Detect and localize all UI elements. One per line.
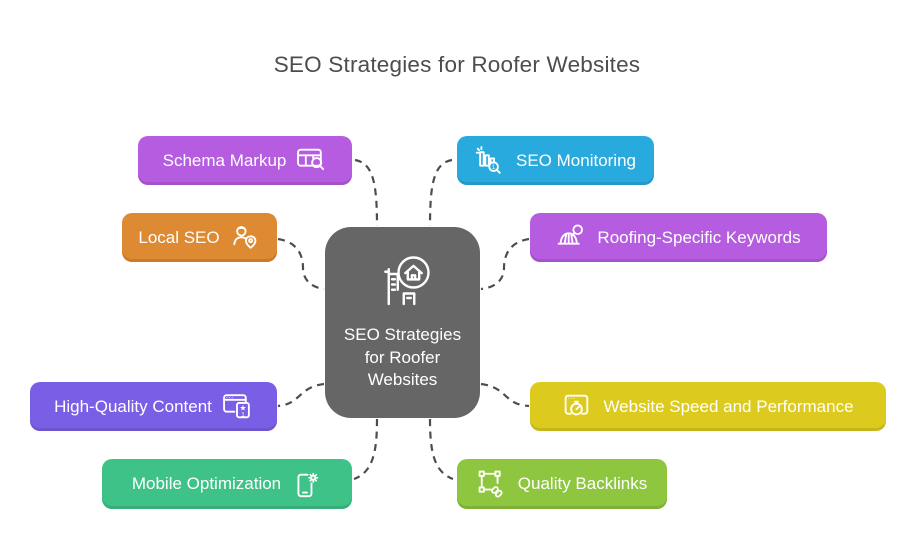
browser-award-icon: ★ 1 [222, 391, 253, 422]
node-label: Quality Backlinks [517, 474, 648, 493]
node-label: Roofing-Specific Keywords [597, 227, 801, 247]
edge-local-seo [277, 237, 325, 291]
node-schema-markup[interactable]: Schema Markup [138, 136, 352, 185]
table-search-icon [296, 145, 327, 176]
page-title: SEO Strategies for Roofer Websites [273, 52, 641, 77]
vector-link-icon [477, 469, 508, 500]
node-mobile-optimization[interactable]: Mobile Optimization [102, 459, 352, 509]
node-local-seo[interactable]: Local SEO [122, 213, 277, 262]
node-seo-monitoring[interactable]: 1 SEO Monitoring [457, 136, 654, 185]
edge-schema-markup [354, 158, 379, 227]
edge-roofing-keywords [480, 237, 530, 291]
node-label: SEO Monitoring [516, 150, 636, 170]
node-website-speed-and-performance[interactable]: Website Speed and Performance [530, 382, 886, 431]
edge-mobile-opt [353, 418, 379, 481]
node-label: Schema Markup [162, 150, 287, 170]
browser-stopwatch-icon [562, 391, 593, 422]
person-location-pin-icon [230, 222, 261, 253]
svg-text:★: ★ [239, 404, 246, 413]
edge-website-speed [480, 382, 530, 408]
node-high-quality-content[interactable]: High-Quality Content ★ 1 [30, 382, 277, 431]
svg-text:1: 1 [492, 164, 496, 171]
node-label: High-Quality Content [54, 396, 212, 416]
bar-chart-search-icon: 1 [475, 145, 506, 176]
edge-backlinks [428, 418, 454, 481]
node-quality-backlinks[interactable]: Quality Backlinks [457, 459, 667, 509]
hard-hat-search-icon [556, 222, 587, 253]
center-node-label: SEO Strategies for Roofer Websites [343, 325, 462, 390]
node-roofing-specific-keywords[interactable]: Roofing-Specific Keywords [530, 213, 827, 262]
buildings-house-search-icon [369, 253, 437, 318]
node-label: Mobile Optimization [131, 474, 282, 493]
edge-high-quality [277, 382, 325, 408]
center-node[interactable]: SEO Strategies for Roofer Websites [325, 227, 480, 418]
edge-seo-monitoring [428, 158, 453, 227]
phone-gear-icon [291, 469, 322, 500]
node-label: Website Speed and Performance [603, 396, 854, 416]
svg-text:1: 1 [241, 411, 245, 418]
node-label: Local SEO [138, 227, 220, 247]
